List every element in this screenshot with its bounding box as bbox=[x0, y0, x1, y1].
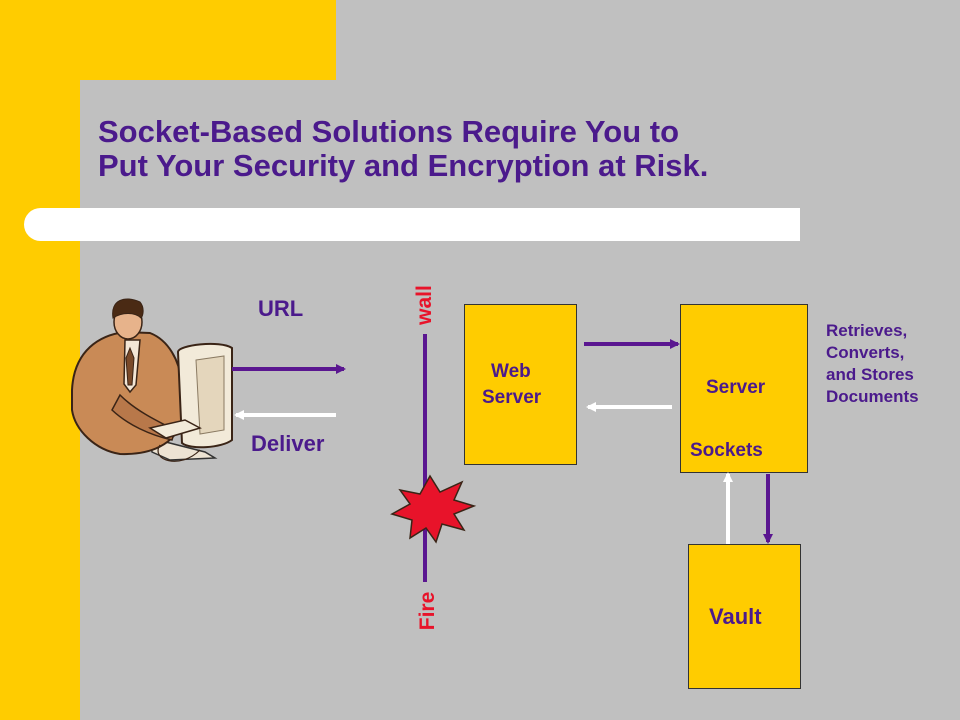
vault-box bbox=[688, 544, 801, 689]
firewall-label-bottom: Fire bbox=[416, 591, 439, 631]
vault-label: Vault bbox=[709, 604, 762, 629]
description-line-3: and Stores bbox=[826, 365, 914, 384]
firewall-label-top: wall bbox=[413, 285, 436, 325]
explosion-icon bbox=[390, 474, 477, 544]
server-description: Retrieves, Converts, and Stores Document… bbox=[826, 320, 919, 408]
server-box bbox=[680, 304, 808, 473]
person-at-computer-icon bbox=[71, 298, 233, 462]
yellow-side-band bbox=[0, 0, 80, 720]
server-label: Server bbox=[706, 377, 766, 398]
deliver-label: Deliver bbox=[251, 431, 325, 456]
title-line-1: Socket-Based Solutions Require You to bbox=[98, 114, 680, 149]
slide-title: Socket-Based Solutions Require You to Pu… bbox=[98, 115, 918, 183]
divider-bar bbox=[24, 208, 800, 241]
web-server-label-line-1: Web bbox=[491, 361, 531, 382]
description-line-2: Converts, bbox=[826, 343, 905, 362]
web-server-label-line-2: Server bbox=[482, 387, 542, 408]
description-line-4: Documents bbox=[826, 387, 919, 406]
yellow-top-band bbox=[0, 0, 336, 80]
sockets-label: Sockets bbox=[690, 440, 763, 461]
web-server-box bbox=[464, 304, 577, 465]
url-label: URL bbox=[258, 296, 304, 321]
title-line-2: Put Your Security and Encryption at Risk… bbox=[98, 148, 709, 183]
description-line-1: Retrieves, bbox=[826, 321, 908, 340]
